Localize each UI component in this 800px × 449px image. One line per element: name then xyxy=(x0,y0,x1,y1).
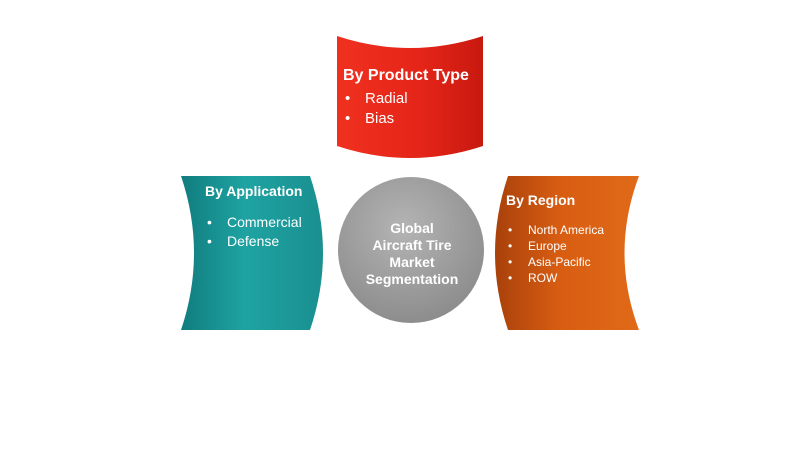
product-type-list: Radial Bias xyxy=(343,89,469,129)
list-item: Defense xyxy=(205,232,303,251)
product-type-title: By Product Type xyxy=(343,67,469,84)
application-title: By Application xyxy=(205,183,303,199)
list-item: Bias xyxy=(343,109,469,129)
center-label-line: Market xyxy=(389,254,435,270)
region-title: By Region xyxy=(506,192,576,208)
center-circle xyxy=(338,177,484,323)
list-item: Europe xyxy=(506,238,604,254)
region-list: North America Europe Asia-Pacific ROW xyxy=(506,222,604,286)
list-item: ROW xyxy=(506,270,604,286)
application-list: Commercial Defense xyxy=(205,213,303,251)
region-block: By Region North America Europe Asia-Paci… xyxy=(506,192,604,286)
list-item: Radial xyxy=(343,89,469,109)
center-label-line: Global xyxy=(390,220,434,236)
list-item: North America xyxy=(506,222,604,238)
list-item: Commercial xyxy=(205,213,303,232)
center-label-line: Segmentation xyxy=(365,271,459,287)
center-label: Global Aircraft Tire Market Segmentation xyxy=(344,220,480,288)
list-item: Asia-Pacific xyxy=(506,254,604,270)
application-block: By Application Commercial Defense xyxy=(205,183,303,251)
center-label-line: Aircraft Tire xyxy=(372,237,452,253)
product-type-block: By Product Type Radial Bias xyxy=(343,67,469,129)
